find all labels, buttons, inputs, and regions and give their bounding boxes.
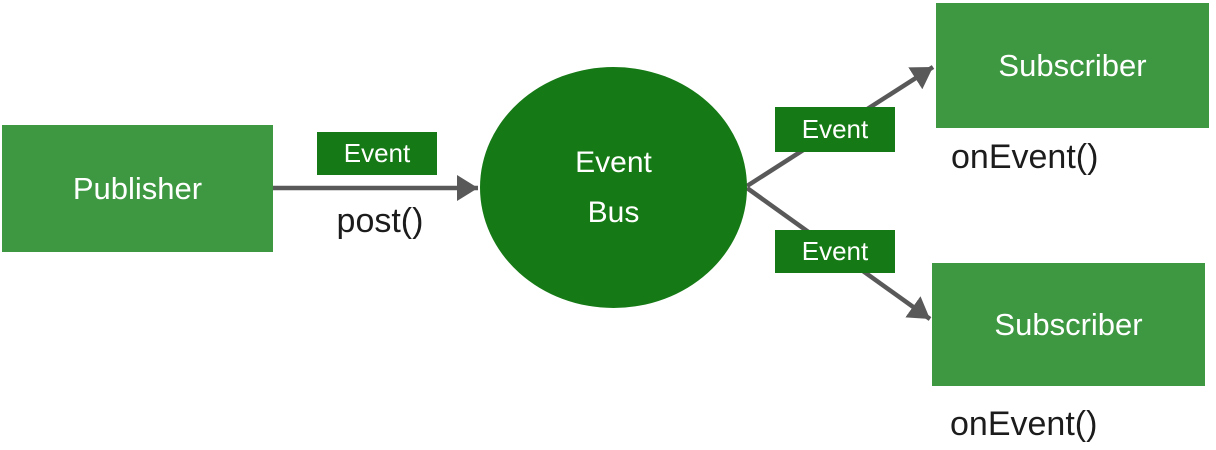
bus-label-line1: Event [575, 145, 652, 179]
event-badge-publisher: Event [317, 132, 437, 175]
post-method-label: post() [336, 202, 424, 240]
event-badge-label: Event [343, 138, 411, 168]
subscriber-box-bottom: Subscriber [932, 263, 1205, 386]
subscriber-label: Subscriber [998, 47, 1147, 83]
onevent-method-label-bottom: onEvent() [950, 405, 1098, 443]
event-badge-label: Event [801, 236, 869, 266]
subscriber-label: Subscriber [994, 306, 1143, 342]
bus-label-line2: Bus [587, 195, 640, 229]
event-badge-label: Event [801, 114, 869, 144]
event-badge-subscriber-top: Event [775, 107, 895, 152]
event-badge-subscriber-bottom: Event [775, 230, 895, 273]
publisher-box: Publisher [2, 125, 273, 252]
onevent-method-label-top: onEvent() [951, 138, 1099, 176]
subscriber-box-top: Subscriber [936, 3, 1209, 128]
publisher-label: Publisher [72, 170, 203, 206]
event-bus-circle: Event Bus [480, 67, 747, 308]
